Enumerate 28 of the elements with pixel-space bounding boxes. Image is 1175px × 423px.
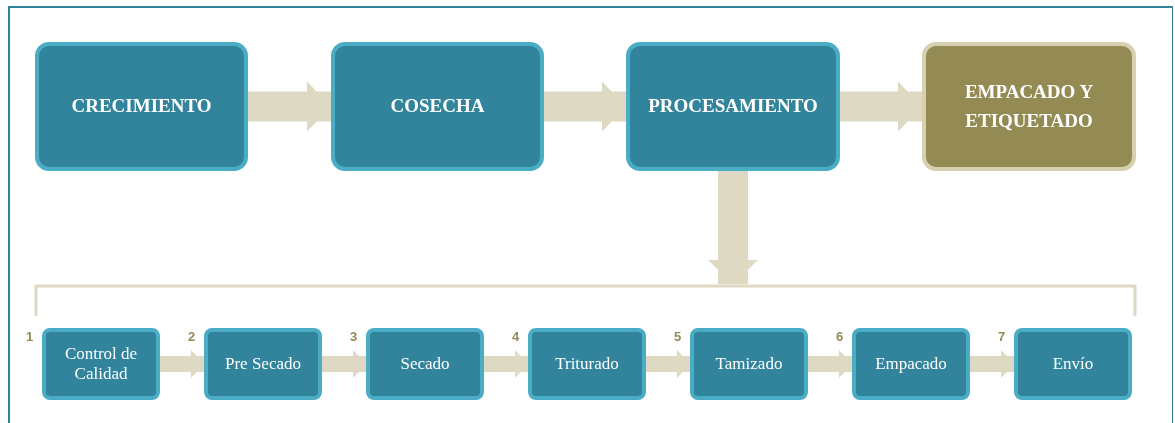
step-number: 5 [674,330,682,343]
block-arrow [970,350,1014,378]
block-arrow [160,350,204,378]
block-arrow [840,81,922,132]
block-arrow [484,350,528,378]
step-number: 3 [350,330,358,343]
step-box: Control de Calidad [42,328,160,400]
step-number: 7 [998,330,1006,343]
block-arrow [248,81,331,132]
process-box: PROCESAMIENTO [626,42,840,171]
step-box: Empacado [852,328,970,400]
block-arrow [544,81,626,132]
step-box: Pre Secado [204,328,322,400]
block-arrow [322,350,366,378]
step-number: 4 [512,330,520,343]
step-box: Tamizado [690,328,808,400]
block-arrow [708,171,758,284]
process-box: CRECIMIENTO [35,42,248,171]
step-box: Envío [1014,328,1132,400]
step-number: 1 [26,330,34,343]
process-box: COSECHA [331,42,544,171]
step-number: 6 [836,330,844,343]
block-arrow [808,350,852,378]
process-box: EMPACADO Y ETIQUETADO [922,42,1136,171]
step-box: Secado [366,328,484,400]
step-box: Triturado [528,328,646,400]
step-number: 2 [188,330,196,343]
block-arrow [646,350,690,378]
